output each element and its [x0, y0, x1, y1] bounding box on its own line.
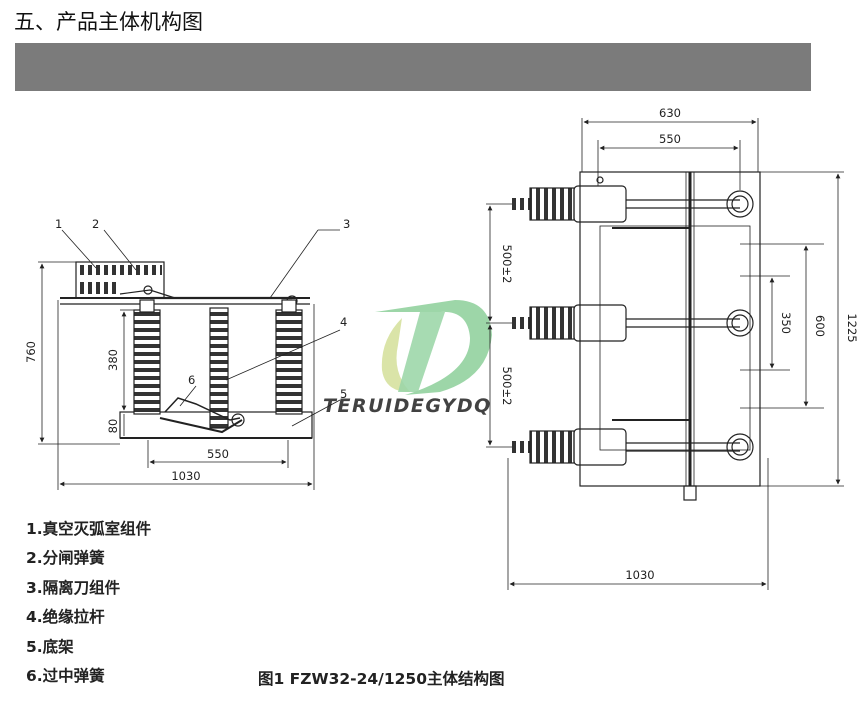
callout-3: 3	[343, 217, 350, 231]
dim-1030-top: 1030	[625, 568, 654, 582]
callout-6: 6	[188, 373, 195, 387]
legend-item: 5.底架	[26, 637, 74, 656]
side-view-labels: 1 2 3 4 5 6 760 380 80 550 1030	[24, 217, 350, 483]
dim-380: 380	[106, 349, 120, 371]
phase-upper	[512, 176, 754, 223]
dim-600: 600	[813, 315, 827, 337]
figure-caption: 图1 FZW32-24/1250主体结构图	[258, 670, 505, 688]
top-view	[486, 118, 844, 590]
callout-2: 2	[92, 217, 99, 231]
watermark-text: TERUIDEGYDQ	[323, 395, 492, 417]
legend-item: 6.过中弹簧	[26, 666, 105, 685]
dim-630: 630	[659, 106, 681, 120]
phase-middle	[512, 304, 754, 342]
legend-item: 1.真空灭弧室组件	[26, 520, 152, 538]
phase-lower	[512, 428, 754, 466]
dim-1225: 1225	[845, 313, 859, 342]
callout-1: 1	[55, 217, 62, 231]
dim-550-top: 550	[659, 132, 681, 146]
legend-item: 4.绝缘拉杆	[26, 608, 105, 627]
legend-item: 3.隔离刀组件	[26, 578, 121, 597]
callout-4: 4	[340, 315, 347, 329]
section-title: 五、产品主体机构图	[14, 10, 203, 34]
header-bar	[15, 43, 811, 91]
callout-5: 5	[340, 387, 347, 401]
watermark-logo: TERUIDEGYDQ	[323, 300, 492, 417]
top-view-labels: 630 550 500±2 500±2 350 600 1225 1030	[500, 106, 859, 582]
dim-500-upper: 500±2	[500, 245, 514, 284]
side-view	[38, 229, 341, 490]
parts-legend: 1.真空灭弧室组件 2.分闸弹簧 3.隔离刀组件 4.绝缘拉杆 5.底架 6.过…	[26, 515, 151, 691]
dim-500-lower: 500±2	[500, 367, 514, 406]
legend-item: 2.分闸弹簧	[26, 549, 105, 568]
dim-80: 80	[106, 419, 120, 434]
dim-550-side: 550	[207, 447, 229, 461]
dim-350: 350	[779, 312, 793, 334]
dim-760: 760	[24, 341, 38, 363]
dim-1030-side: 1030	[171, 469, 200, 483]
